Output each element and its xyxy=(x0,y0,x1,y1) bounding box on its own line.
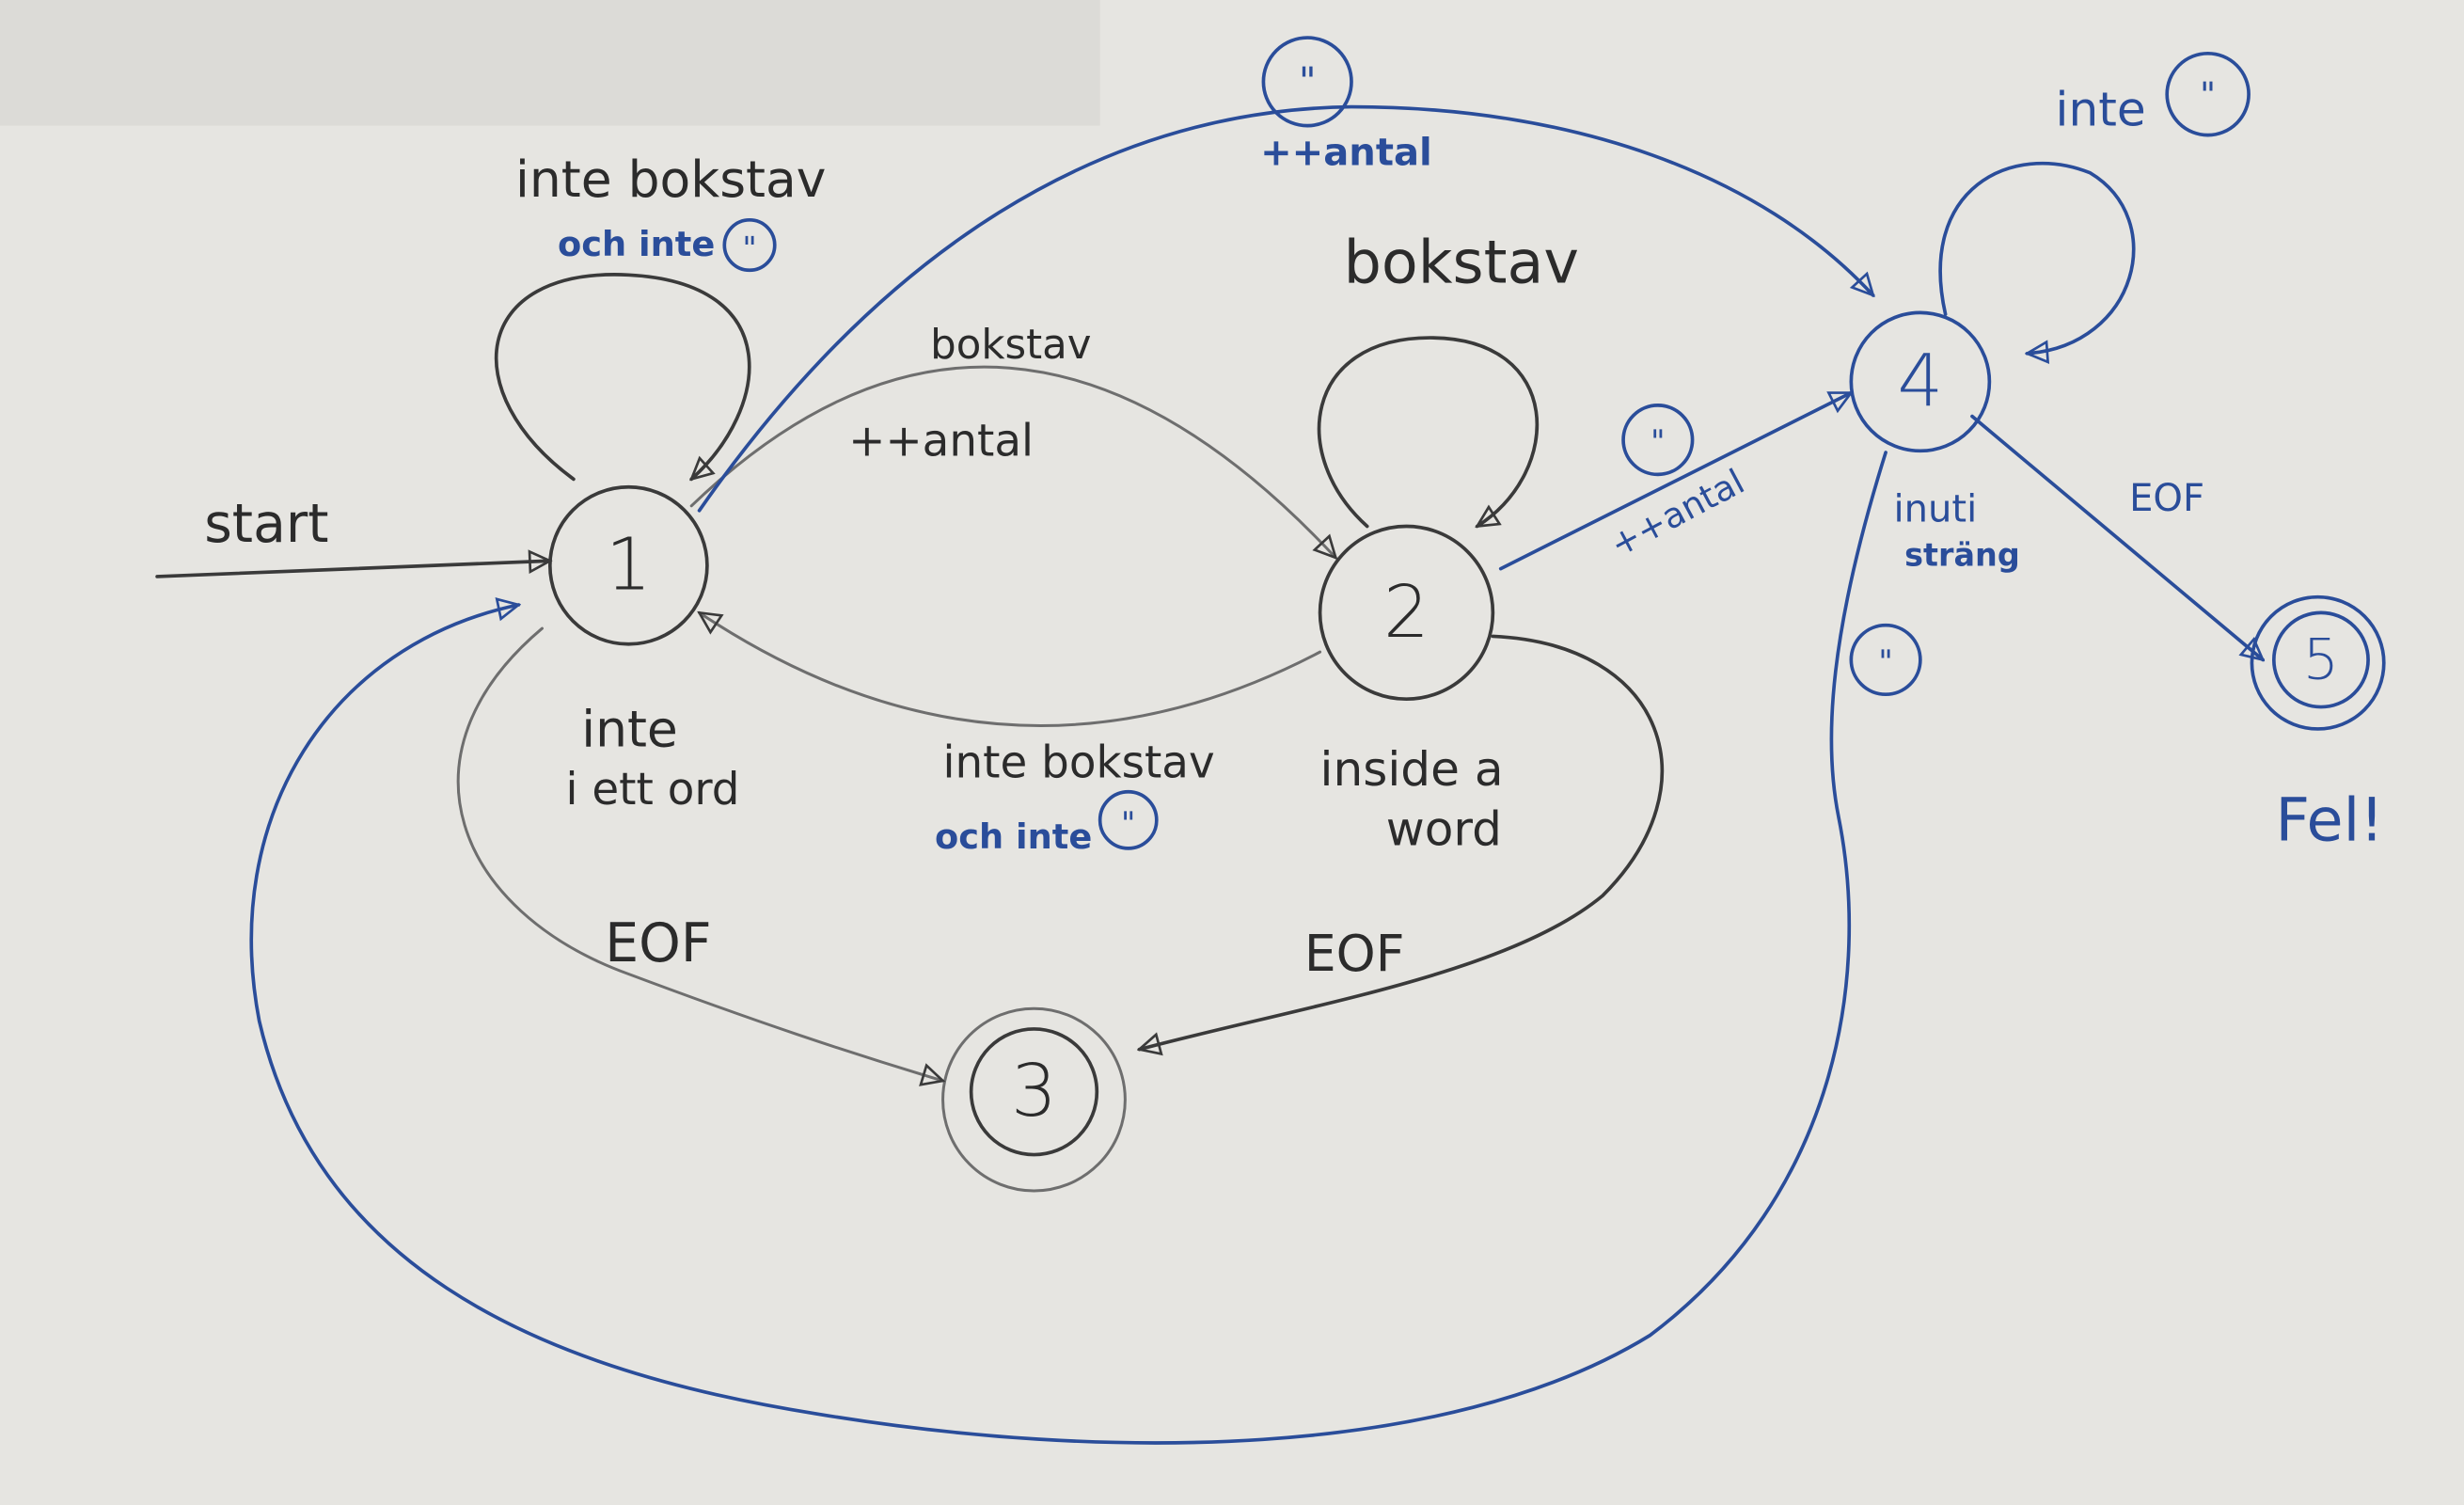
state-1: 1 xyxy=(547,484,709,646)
t14-action: ++antal xyxy=(1260,131,1432,174)
transition-2-4 xyxy=(1498,390,1852,571)
transition-2-1 xyxy=(700,612,1322,727)
t23-label: EOF xyxy=(1304,924,1405,983)
state4-desc-2: sträng xyxy=(1904,536,2020,573)
state-3-accepting: 3 xyxy=(941,1006,1127,1193)
t13-label: EOF xyxy=(605,912,711,974)
error-label: Fel! xyxy=(2275,785,2383,855)
transition-4-5 xyxy=(1970,414,2263,660)
svg-text:3: 3 xyxy=(1011,1050,1057,1133)
t12-action: ++antal xyxy=(848,416,1034,467)
state-2: 2 xyxy=(1318,524,1495,702)
state1-desc: inte xyxy=(581,699,678,758)
transition-4-1 xyxy=(249,451,1887,1445)
loop1-quote: " xyxy=(742,230,756,267)
svg-text:5: 5 xyxy=(2303,626,2339,692)
transition-1-3 xyxy=(456,626,942,1081)
state-4: 4 xyxy=(1849,310,1992,453)
t21-condition: och inte xyxy=(935,816,1092,857)
loop4-quote: " xyxy=(2200,75,2216,116)
state4-desc: inuti xyxy=(1893,487,1977,531)
loop-1 xyxy=(494,273,751,479)
quote-circle-icon xyxy=(1849,623,1922,697)
quote-circle-icon xyxy=(2165,51,2251,137)
start-label: start xyxy=(204,493,328,555)
t41-quote: " xyxy=(1878,643,1892,680)
state2-desc: inside a xyxy=(1320,741,1504,797)
loop4-label: inte xyxy=(2056,82,2146,137)
loop-2 xyxy=(1317,336,1540,529)
quote-circle-icon xyxy=(1621,404,1695,477)
t12-label: bokstav xyxy=(930,322,1091,369)
loop2-label: bokstav xyxy=(1344,228,1579,297)
t21-label: inte bokstav xyxy=(943,738,1215,789)
start-arrow xyxy=(155,561,550,578)
t24-quote: " xyxy=(1651,423,1665,460)
quote-circle-icon xyxy=(722,217,777,273)
state1-desc-2: i ett ord xyxy=(566,765,740,816)
transition-1-2 xyxy=(689,365,1335,558)
loop-4 xyxy=(1938,161,2136,354)
quote-circle-icon xyxy=(1098,789,1159,850)
t45-label: EOF xyxy=(2129,477,2204,520)
transition-1-4 xyxy=(697,104,1873,513)
state2-desc-2: word xyxy=(1386,801,1502,857)
svg-text:1: 1 xyxy=(606,524,652,608)
svg-text:2: 2 xyxy=(1383,571,1429,655)
t21-quote: " xyxy=(1121,805,1135,842)
board-shade xyxy=(0,0,1100,126)
svg-text:4: 4 xyxy=(1897,340,1943,423)
transition-2-3 xyxy=(1139,634,1664,1049)
t14-quote: " xyxy=(1299,60,1316,103)
state-5-accepting: 5 xyxy=(2250,594,2386,731)
loop1-condition: och inte xyxy=(558,224,715,264)
loop1-label: inte bokstav xyxy=(515,150,826,209)
quote-circle-icon xyxy=(1261,36,1353,128)
